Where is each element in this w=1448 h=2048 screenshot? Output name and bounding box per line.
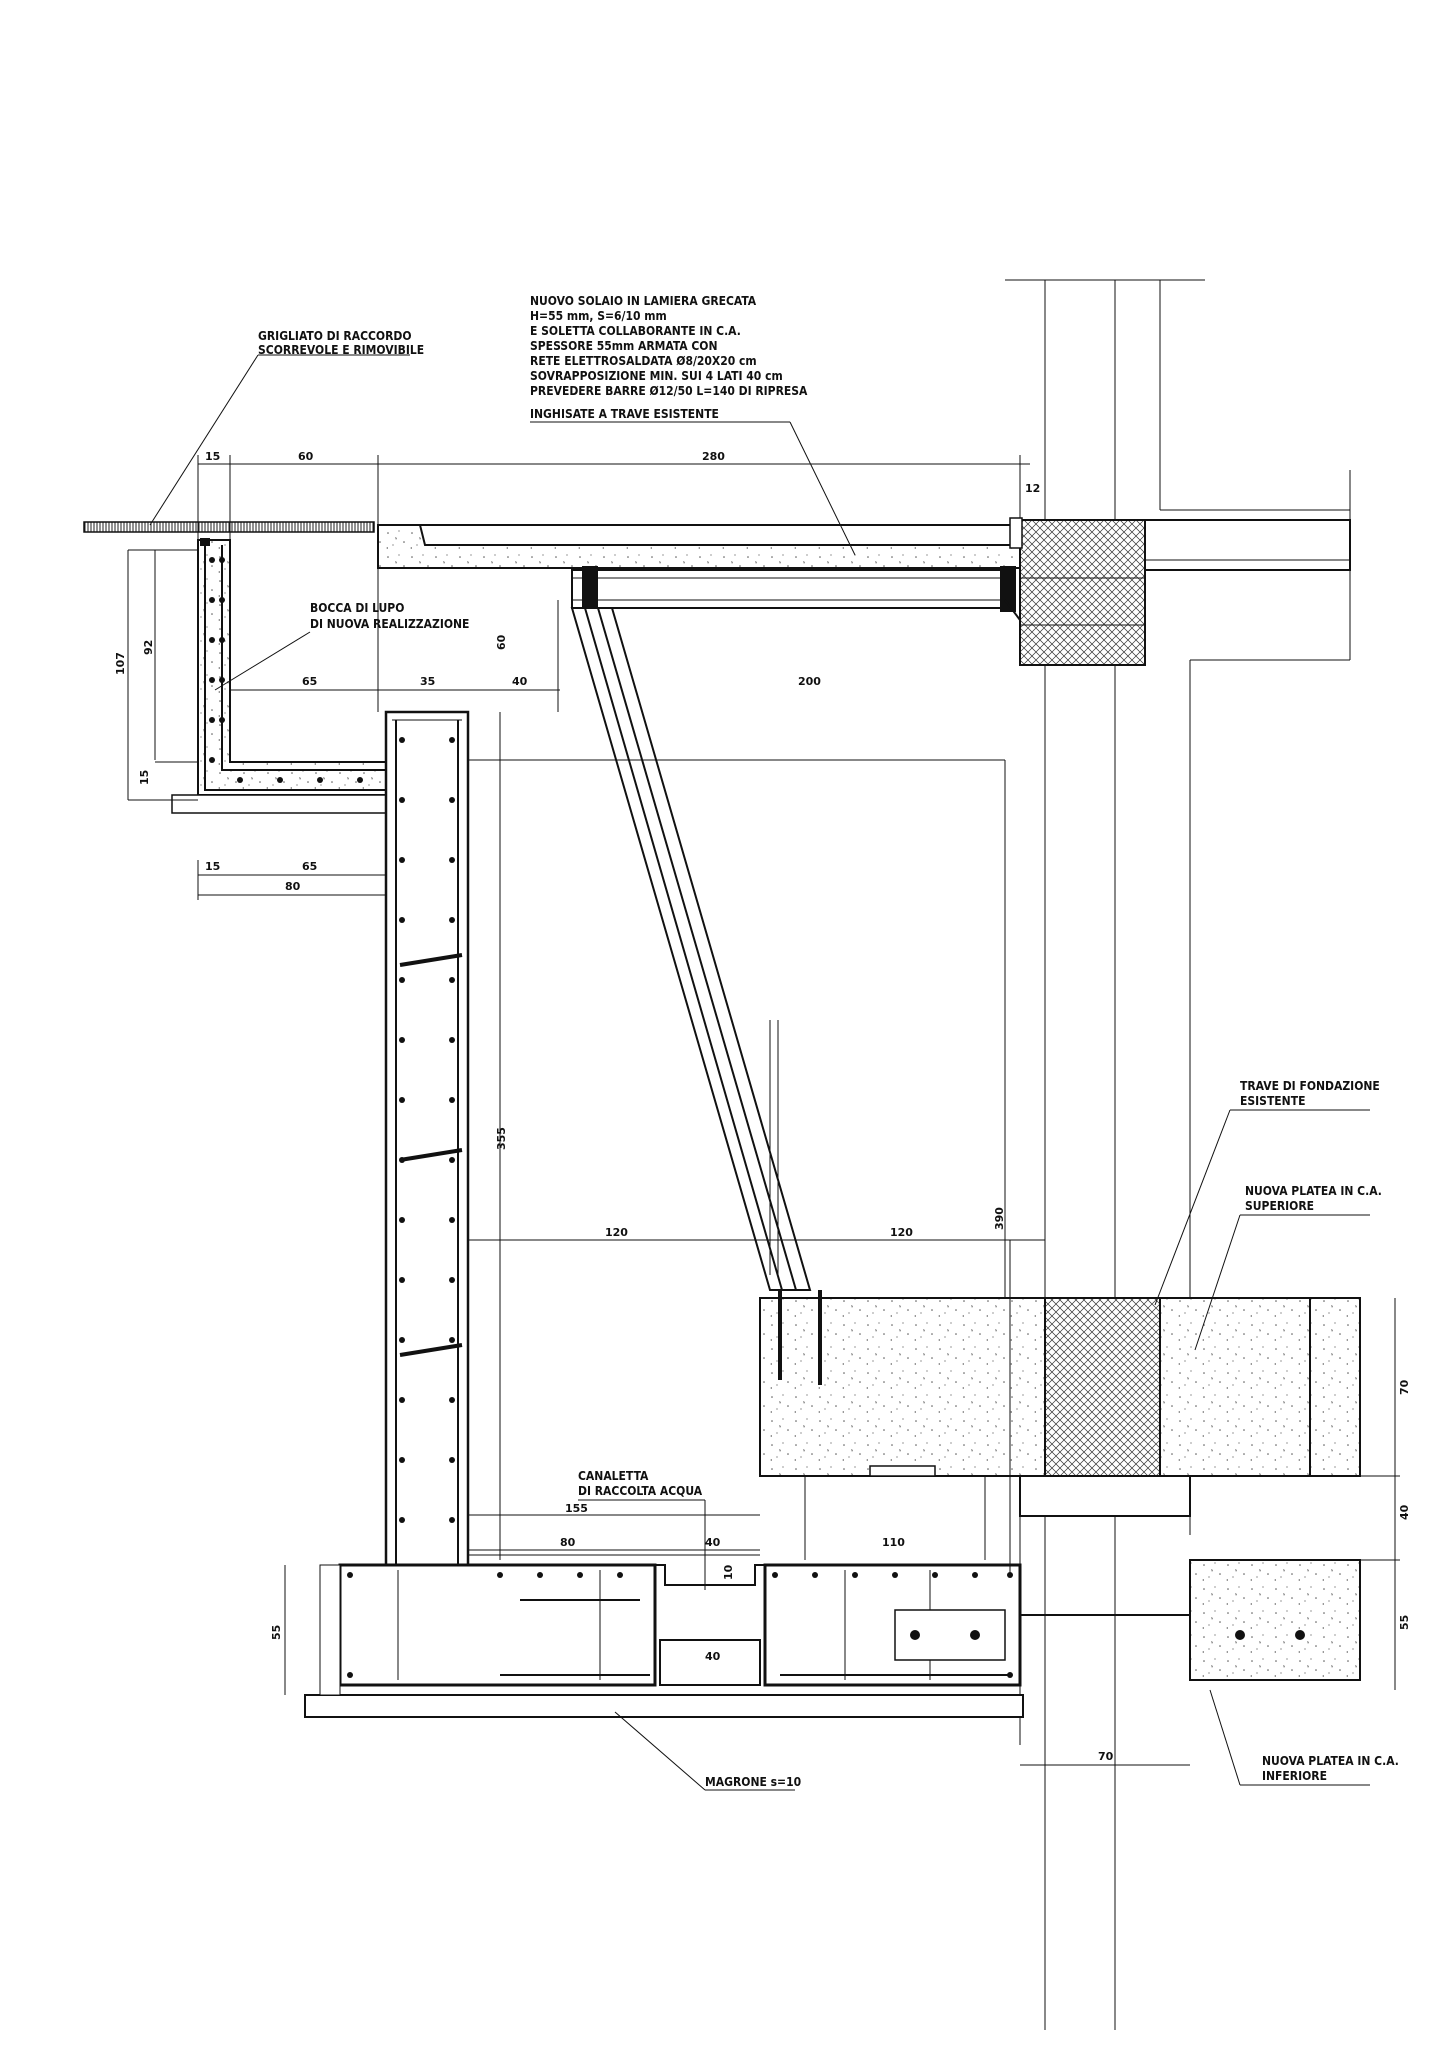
label-canaletta: CANALETTA DI RACCOLTA ACQUA bbox=[578, 1469, 703, 1498]
dim-b-80: 80 bbox=[285, 880, 301, 893]
dim-c-155: 155 bbox=[565, 1502, 588, 1515]
label-canaletta-line-2: DI RACCOLTA ACQUA bbox=[578, 1484, 703, 1498]
dim-r-55: 55 bbox=[1398, 1615, 1411, 1630]
existing-beam bbox=[1019, 519, 1351, 666]
dim-v-15: 15 bbox=[138, 770, 151, 785]
dim-c-40: 40 bbox=[705, 1536, 721, 1549]
label-platea-inferiore: NUOVA PLATEA IN C.A. INFERIORE bbox=[1262, 1754, 1399, 1783]
dim-r-70: 70 bbox=[1398, 1379, 1411, 1395]
dim-h-35: 35 bbox=[420, 675, 435, 688]
dim-l-55: 55 bbox=[270, 1625, 283, 1640]
retaining-wall bbox=[384, 710, 470, 1582]
foundation-rebar bbox=[347, 1572, 1013, 1678]
inclined-strut bbox=[570, 607, 812, 1291]
bocca-di-lupo bbox=[171, 538, 398, 814]
dim-top-280: 280 bbox=[702, 450, 725, 463]
label-platea-sup-line-2: SUPERIORE bbox=[1245, 1199, 1314, 1213]
leader-lines bbox=[149, 354, 1370, 1791]
new-slab bbox=[377, 517, 1023, 569]
label-trave-fondazione: TRAVE DI FONDAZIONE ESISTENTE bbox=[1240, 1079, 1380, 1108]
dimension-values: 15 60 280 12 107 92 60 65 35 40 200 15 1… bbox=[114, 450, 1411, 1763]
dim-top-12: 12 bbox=[1025, 482, 1040, 495]
label-magrone: MAGRONE s=10 bbox=[705, 1775, 801, 1789]
dim-b-15: 15 bbox=[205, 860, 220, 873]
label-solaio-line-7: PREVEDERE BARRE Ø12/50 L=140 DI RIPRESA bbox=[530, 384, 808, 398]
room-lines bbox=[377, 568, 1045, 1560]
foundation-slab bbox=[338, 1559, 1361, 1687]
dim-v-92: 92 bbox=[142, 640, 155, 655]
label-solaio: NUOVO SOLAIO IN LAMIERA GRECATA H=55 mm,… bbox=[530, 294, 808, 421]
label-solaio-line-4: SPESSORE 55mm ARMATA CON bbox=[530, 339, 718, 353]
label-bocca-line-2: DI NUOVA REALIZZAZIONE bbox=[310, 617, 469, 631]
dim-top-60: 60 bbox=[298, 450, 314, 463]
label-solaio-line-8: INGHISATE A TRAVE ESISTENTE bbox=[530, 407, 719, 421]
steel-beam bbox=[571, 566, 1021, 623]
wall-rebar bbox=[399, 737, 463, 1523]
label-grigliato-line-2: SCORREVOLE E RIMOVIBILE bbox=[258, 343, 424, 357]
dim-c-110: 110 bbox=[882, 1536, 905, 1549]
grating bbox=[83, 521, 375, 533]
label-platea-inf-line-1: NUOVA PLATEA IN C.A. bbox=[1262, 1754, 1399, 1768]
label-bocca-line-1: BOCCA DI LUPO bbox=[310, 601, 404, 615]
label-platea-sup-line-1: NUOVA PLATEA IN C.A. bbox=[1245, 1184, 1382, 1198]
label-platea-inf-line-2: INFERIORE bbox=[1262, 1769, 1327, 1783]
label-solaio-line-6: SOVRAPPOSIZIONE MIN. SUI 4 LATI 40 cm bbox=[530, 369, 783, 383]
dim-v-107: 107 bbox=[114, 652, 127, 675]
dim-top-15: 15 bbox=[205, 450, 220, 463]
dim-v-355: 355 bbox=[495, 1127, 508, 1150]
upper-raft bbox=[759, 1290, 1361, 1517]
label-canaletta-line-1: CANALETTA bbox=[578, 1469, 649, 1483]
dim-h-40: 40 bbox=[512, 675, 528, 688]
dimension-lines bbox=[127, 455, 1400, 1766]
label-trave-line-2: ESISTENTE bbox=[1240, 1094, 1305, 1108]
label-platea-superiore: NUOVA PLATEA IN C.A. SUPERIORE bbox=[1245, 1184, 1382, 1213]
label-solaio-line-5: RETE ELETTROSALDATA Ø8/20X20 cm bbox=[530, 354, 757, 368]
label-solaio-line-2: H=55 mm, S=6/10 mm bbox=[530, 309, 667, 323]
dim-h-120-right: 120 bbox=[890, 1226, 913, 1239]
lean-concrete bbox=[304, 1564, 1024, 1718]
label-grigliato-line-1: GRIGLIATO DI RACCORDO bbox=[258, 329, 412, 343]
dim-h-120-left: 120 bbox=[605, 1226, 628, 1239]
dim-v-60: 60 bbox=[495, 634, 508, 650]
dim-v-390: 390 bbox=[993, 1207, 1006, 1230]
label-bocca-di-lupo: BOCCA DI LUPO DI NUOVA REALIZZAZIONE bbox=[310, 601, 469, 631]
dim-h-200: 200 bbox=[798, 675, 821, 688]
label-solaio-line-3: E SOLETTA COLLABORANTE IN C.A. bbox=[530, 324, 741, 338]
dim-c-10: 10 bbox=[722, 1564, 735, 1580]
dim-r-40: 40 bbox=[1398, 1504, 1411, 1520]
label-solaio-line-1: NUOVO SOLAIO IN LAMIERA GRECATA bbox=[530, 294, 757, 308]
dim-h-65: 65 bbox=[302, 675, 317, 688]
label-grigliato: GRIGLIATO DI RACCORDO SCORREVOLE E RIMOV… bbox=[258, 329, 424, 357]
dim-c-80: 80 bbox=[560, 1536, 576, 1549]
dim-b-65: 65 bbox=[302, 860, 317, 873]
label-trave-line-1: TRAVE DI FONDAZIONE bbox=[1240, 1079, 1380, 1093]
dim-b-70: 70 bbox=[1098, 1750, 1114, 1763]
dim-c-40b: 40 bbox=[705, 1650, 721, 1663]
